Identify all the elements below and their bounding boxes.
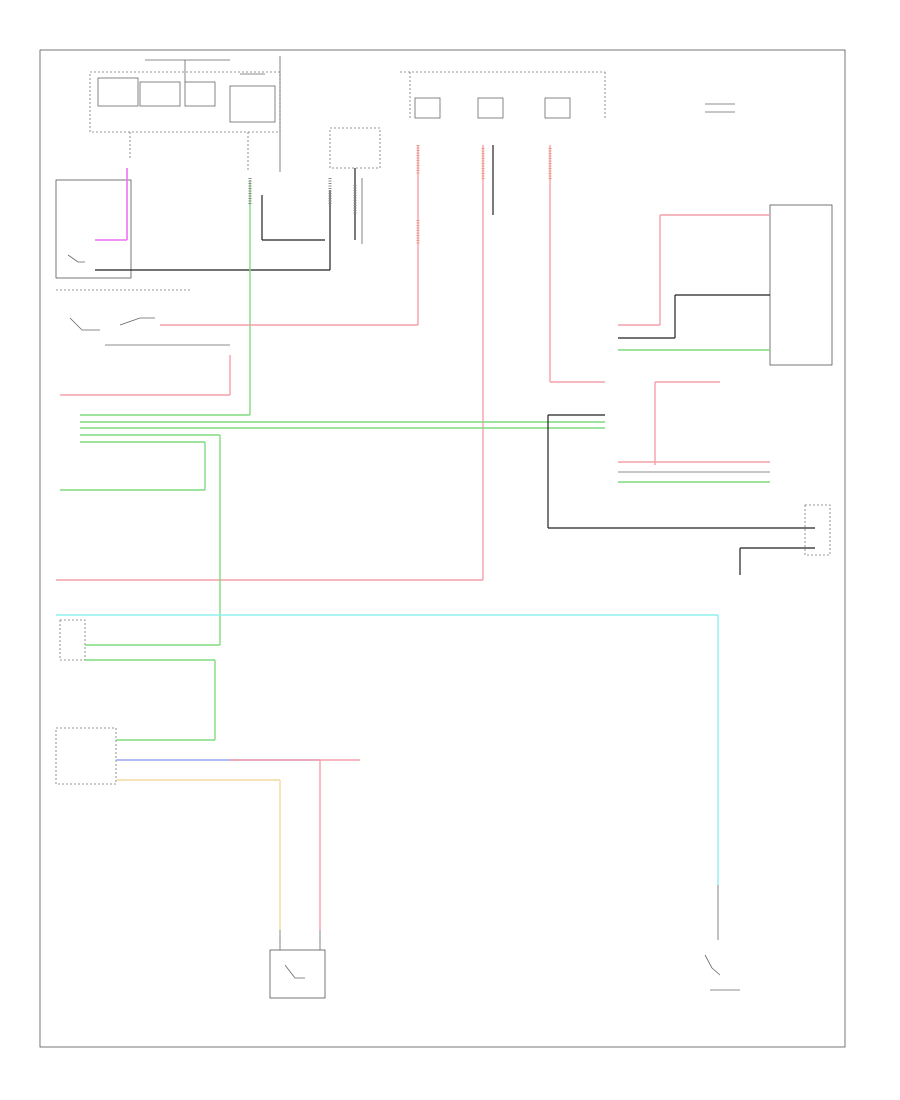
ignition-switch [69,317,418,346]
lower-left-module-box [55,727,117,785]
right-module [618,204,833,366]
lower-left-module [55,727,360,930]
green-bundle [60,414,605,645]
mid-right-connector [547,381,831,575]
fuse-c [544,97,571,119]
seat-belt-switch-box [269,949,326,999]
right-module-box [769,204,833,366]
fuse-b [477,97,504,119]
ignition-contact-1 [69,317,100,331]
fuse-panel-top [400,71,735,120]
relay-block-outline [329,127,381,169]
bottom-right-contact [704,954,721,976]
switch-contact-seat [284,964,305,979]
bottom-right-switch [704,885,740,991]
left-switch-box [55,179,132,279]
switch-contact [67,254,85,263]
left-switch-module [55,168,331,279]
connector-ticks [248,145,552,245]
fuse-box-3 [184,81,216,107]
fuse-box-1 [97,77,139,107]
diagram-border [39,49,846,1048]
relay-block-center [329,127,381,244]
module-box [229,85,276,123]
buckle-switch-left [59,619,220,740]
fuse-box-2 [139,81,181,107]
seat-belt-switch [269,930,326,999]
right-side-connector [804,504,831,556]
ignition-contact-2 [119,317,155,326]
buckle-switch-left-box [59,619,86,661]
fuse-a [414,97,441,119]
body-control-module-block [89,56,281,172]
